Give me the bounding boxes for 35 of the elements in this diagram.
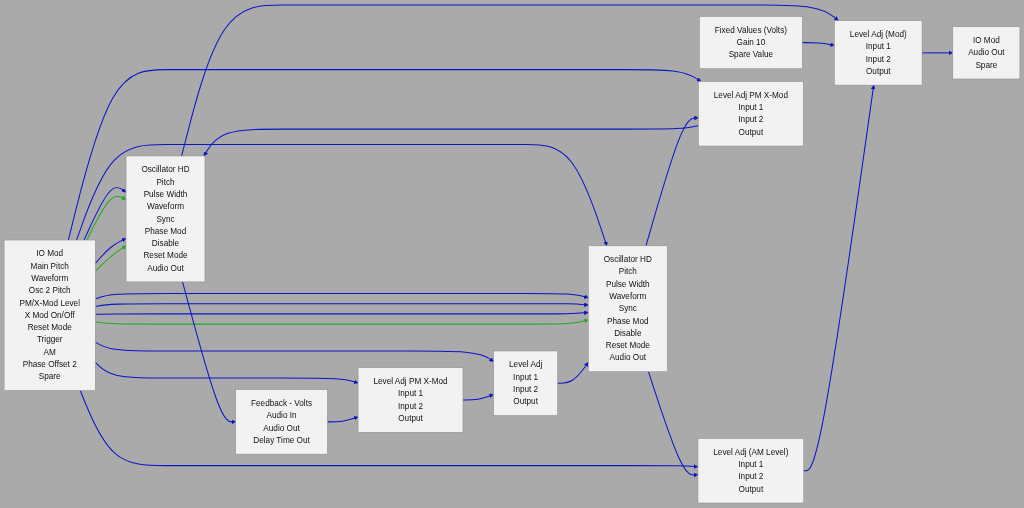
arrow [94, 238, 127, 264]
node-box: IO Mod Main Pitch Waveform Osc 2 Pitch PM/X-Mod Level X Mod On/Off Reset Mode Trigger AM Phase Offset 2 Spare [3, 239, 96, 391]
node-box: IO Mod Audio Out Spare [952, 26, 1021, 80]
arrow [326, 416, 359, 423]
arrow [94, 302, 589, 308]
arrow [645, 115, 699, 247]
arrow [801, 42, 835, 47]
arrow [647, 371, 699, 478]
arrow [67, 69, 702, 241]
arrow [76, 143, 608, 246]
arrow [86, 195, 127, 241]
arrow [203, 125, 699, 157]
node-box: Oscillator HD Pitch Pulse Width Waveform Sync Phase Mod Disable Reset Mode Audio Out [125, 155, 206, 283]
arrow [94, 341, 494, 362]
arrow [181, 4, 839, 157]
arrow [83, 187, 127, 241]
node-box: Feedback - Volts Audio In Audio Out Delay Time Out [235, 389, 328, 455]
arrow [182, 281, 236, 425]
node-box: Level Adj (AM Level) Input 1 Input 2 Output [697, 438, 805, 504]
node-box: Level Adj (Mod) Input 1 Input 2 Output [834, 20, 923, 86]
arrow [94, 310, 589, 316]
node-box: Level Adj PM X-Mod Input 1 Input 2 Output [698, 81, 804, 147]
arrow [921, 50, 953, 56]
node-box: Level Adj PM X-Mod Input 1 Input 2 Output [357, 367, 464, 433]
arrow [79, 390, 699, 469]
arrow [94, 245, 127, 272]
node-box: Oscillator HD Pitch Pulse Width Waveform Sync Phase Mod Disable Reset Mode Audio Out [588, 245, 668, 372]
arrow [94, 292, 589, 300]
node-box: Level Adj Input 1 Input 2 Output [493, 350, 558, 416]
arrow [557, 362, 589, 384]
arrow [462, 393, 494, 401]
node-box: Fixed Values (Volts) Gain 10 Spare Value [699, 16, 803, 69]
arrow [803, 84, 876, 472]
arrow [94, 318, 589, 325]
arrow [94, 361, 359, 384]
